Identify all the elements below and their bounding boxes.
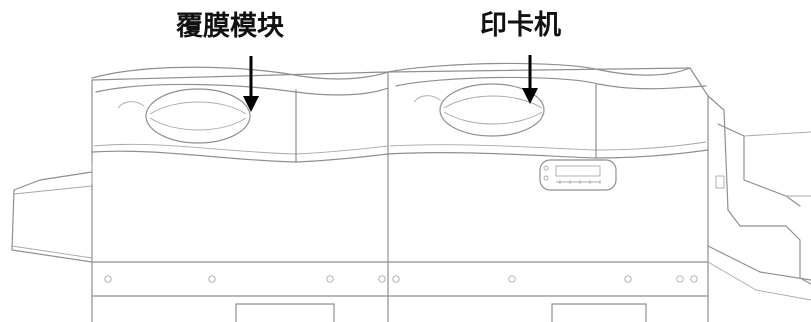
lamination-arrow: [243, 56, 259, 112]
printer-arrow: [522, 55, 538, 104]
card-printer-body: [387, 62, 709, 322]
card-printer-label: 印卡机: [480, 10, 561, 41]
input-tray: [11, 171, 93, 263]
lamination-module-body: [91, 66, 389, 322]
output-hopper: [707, 95, 811, 301]
lamination-module-label: 覆膜模块: [176, 11, 284, 42]
